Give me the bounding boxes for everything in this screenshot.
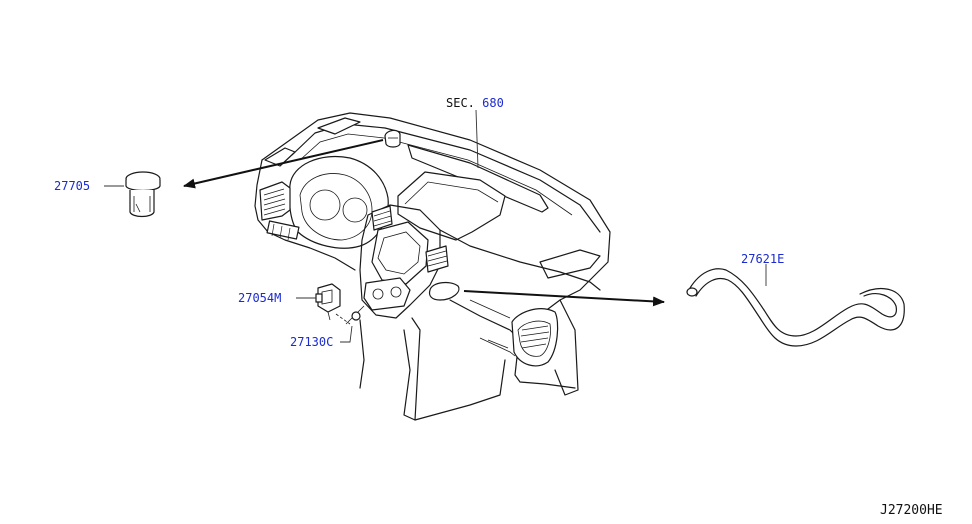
part-number-27621e[interactable]: 27621E bbox=[741, 252, 785, 266]
arrows bbox=[183, 139, 665, 307]
arrow-to-clip bbox=[183, 139, 384, 189]
section-number-link[interactable]: 680 bbox=[482, 96, 504, 110]
dashboard-assembly bbox=[254, 112, 611, 421]
part-number-27705[interactable]: 27705 bbox=[54, 179, 91, 193]
part-number-27130c[interactable]: 27130C bbox=[290, 335, 334, 349]
section-reference-label: SEC. 680 bbox=[446, 96, 504, 110]
diagram-code: J27200HE bbox=[880, 503, 943, 518]
hose-27621e-part bbox=[686, 268, 905, 347]
bracket-27054m-part bbox=[315, 283, 351, 325]
section-prefix: SEC. bbox=[446, 96, 475, 110]
arrow-to-hose bbox=[463, 290, 665, 307]
part-number-27054m[interactable]: 27054M bbox=[238, 291, 282, 305]
clip-27705-part bbox=[125, 171, 161, 218]
screw-27130c-part bbox=[345, 305, 365, 325]
